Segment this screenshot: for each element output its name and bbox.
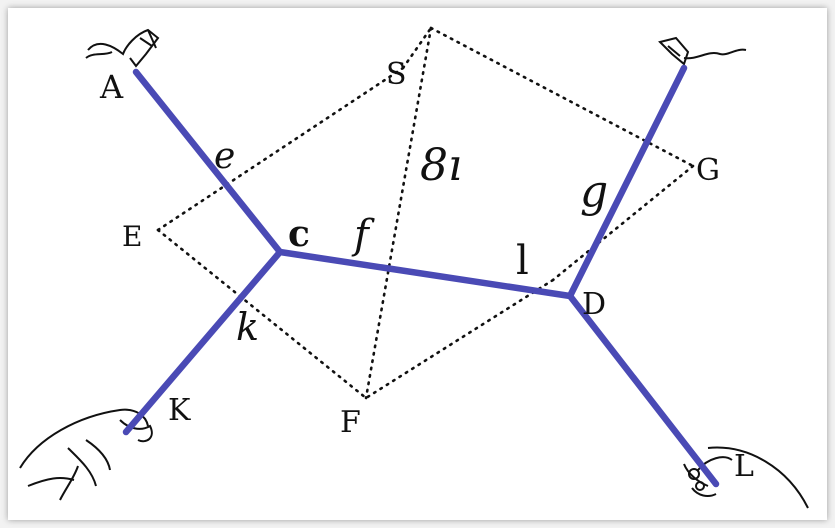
label-A: A xyxy=(99,68,124,106)
label-f: f xyxy=(351,212,375,258)
rope-c-D xyxy=(276,248,574,300)
feather-tassel-icon xyxy=(85,28,160,68)
diagram-frame: A e E c f k K F S 8ı g G l D L xyxy=(8,8,827,520)
label-g: g xyxy=(580,166,608,217)
dotted-line-S-top xyxy=(401,26,433,70)
rope-K-c xyxy=(122,248,284,436)
hand-icon xyxy=(683,446,809,509)
dotted-line-G-D xyxy=(551,164,695,282)
label-G: G xyxy=(696,153,720,188)
label-l: l xyxy=(516,238,529,284)
dotted-line-top-G xyxy=(429,26,695,168)
rope-G-D xyxy=(566,64,688,300)
feather-tassel-icon xyxy=(658,36,747,66)
label-S: S xyxy=(386,57,407,92)
rope-A-c xyxy=(132,68,284,256)
label-k: k xyxy=(236,305,259,349)
label-E: E xyxy=(122,220,142,253)
label-F: F xyxy=(340,405,361,440)
label-c: c xyxy=(288,213,310,255)
dotted-line-top-F xyxy=(364,26,433,400)
rope-segments xyxy=(122,64,720,488)
label-L: L xyxy=(734,449,754,484)
dotted-line-D-F xyxy=(364,278,555,400)
label-K: K xyxy=(168,393,191,428)
rope-D-L xyxy=(566,292,720,488)
dotted-line-E-F xyxy=(156,228,368,400)
label-81: 8ı xyxy=(420,140,462,191)
label-e: e xyxy=(214,136,235,177)
rope-force-diagram: A e E c f k K F S 8ı g G l D L xyxy=(19,26,809,509)
label-D: D xyxy=(582,287,606,322)
